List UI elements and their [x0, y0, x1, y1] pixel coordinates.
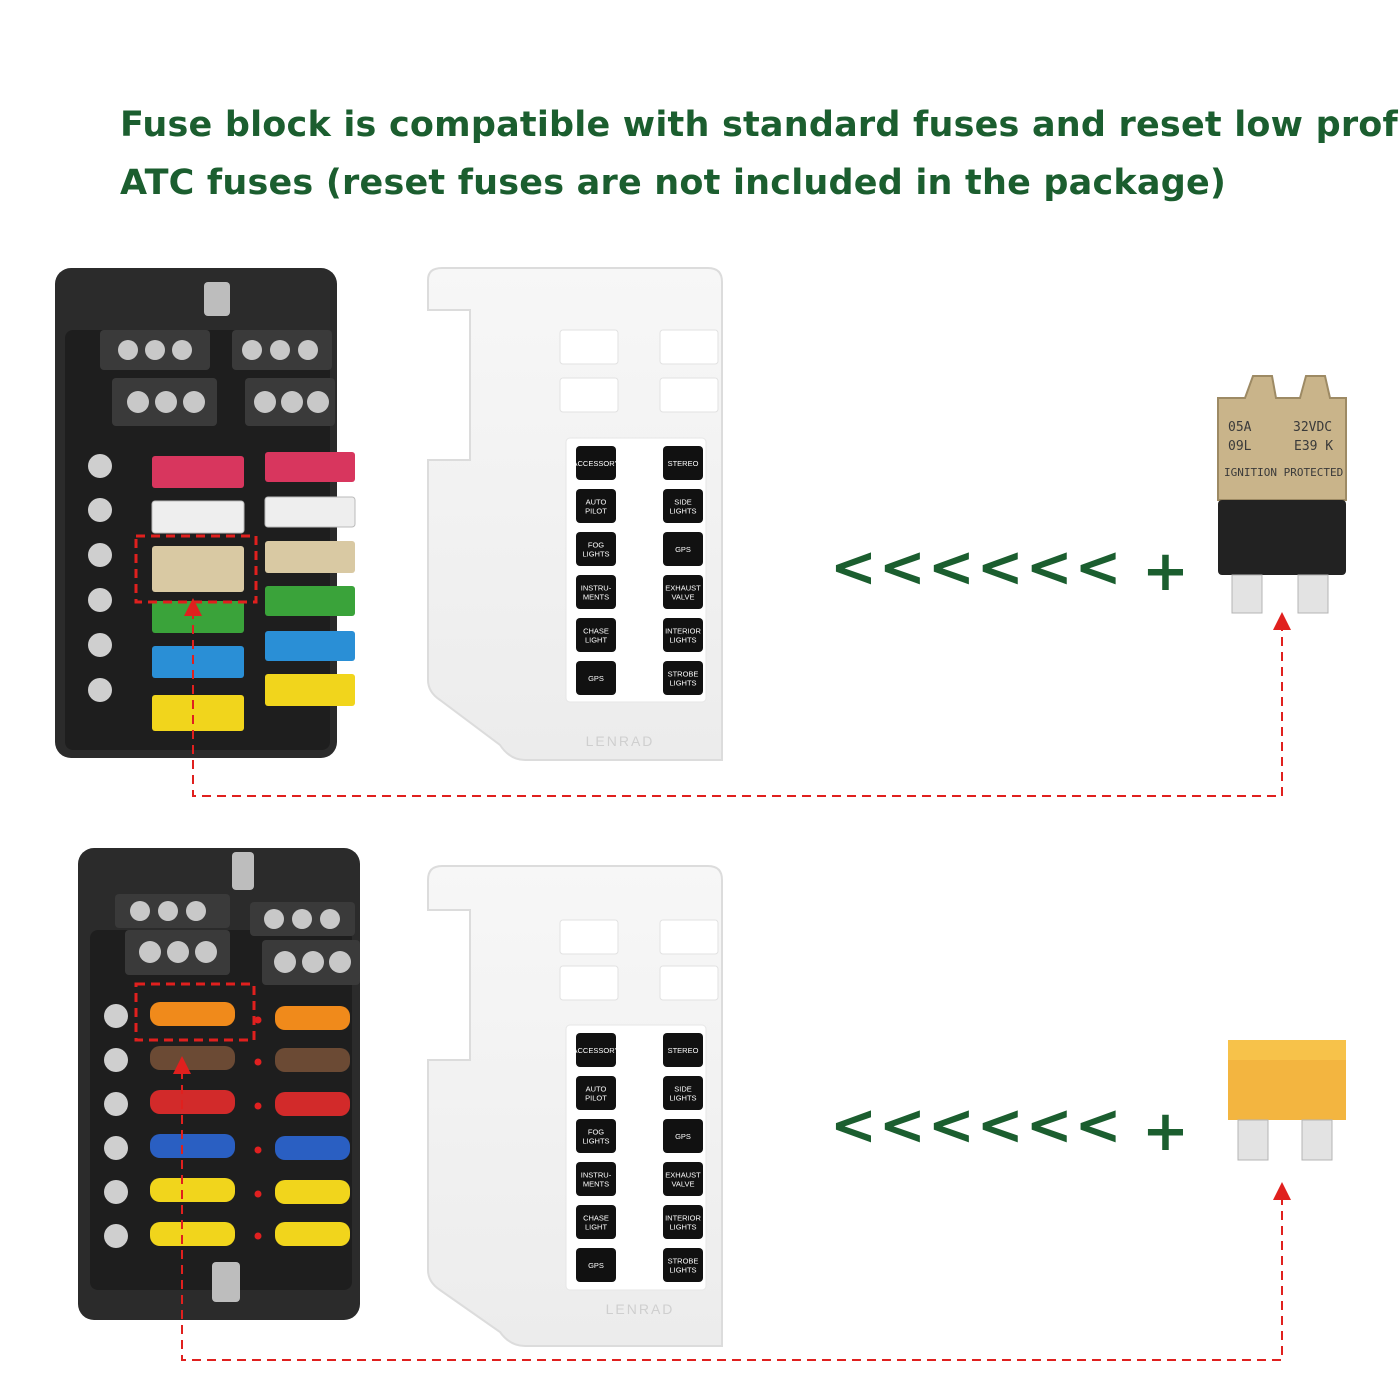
breaker-text-05a: 05A	[1228, 420, 1252, 435]
fuse-row-bottom-4	[150, 1134, 350, 1160]
svg-text:INSTRU-MENTS: INSTRU-MENTS	[581, 1171, 612, 1189]
fuse-row-top-4	[152, 586, 355, 633]
terminal-screws-top	[88, 454, 112, 702]
bus-screws-top	[118, 340, 329, 413]
fuse-row-bottom-2	[150, 1046, 350, 1072]
brand-logo-top: LENRAD	[586, 733, 655, 749]
cover-label-left-6: GPS	[576, 661, 616, 695]
fuse-row-top-6	[152, 674, 355, 731]
cover-label-right-3: GPS	[663, 532, 703, 566]
headline-line-2: ATC fuses (reset fuses are not included …	[120, 163, 1227, 203]
cover-label-left-4: INSTRU-MENTS	[576, 1162, 616, 1196]
direction-arrows-bottom: <<<<<<	[830, 1093, 1124, 1158]
terminal-screws-bottom	[104, 1004, 128, 1248]
svg-text:INSTRU-MENTS: INSTRU-MENTS	[581, 584, 612, 602]
fuse-row-top-1	[152, 452, 355, 488]
svg-text:GPS: GPS	[588, 1261, 604, 1270]
fuse-row-bottom-5	[150, 1178, 350, 1204]
highlight-box-bottom	[134, 982, 256, 1042]
breaker-text-32vdc: 32VDC	[1293, 420, 1332, 435]
cover-label-left-1: ACCESSORY	[573, 446, 620, 480]
highlight-box-top	[134, 534, 258, 604]
svg-text:STEREO: STEREO	[668, 1046, 699, 1055]
plus-sign-bottom: +	[1142, 1099, 1189, 1164]
reset-breaker-fuse: 05A 32VDC 09L E39 K IGNITION PROTECTED	[1217, 375, 1347, 614]
cover-label-right-3: GPS	[663, 1119, 703, 1153]
svg-text:GPS: GPS	[588, 674, 604, 683]
svg-text:ACCESSORY: ACCESSORY	[573, 1046, 620, 1055]
fuse-row-top-5	[152, 631, 355, 678]
headline-line-1: Fuse block is compatible with standard f…	[120, 105, 1400, 145]
dashed-guide-top	[184, 598, 1291, 797]
svg-text:ACCESSORY: ACCESSORY	[573, 459, 620, 468]
cover-label-left-4: INSTRU-MENTS	[576, 575, 616, 609]
bus-screws-bottom	[130, 901, 351, 973]
fuse-row-bottom-6	[150, 1222, 350, 1246]
cover-label-left-1: ACCESSORY	[573, 1033, 620, 1067]
atc-fuse	[1228, 1040, 1346, 1161]
breaker-text-ignition: IGNITION PROTECTED	[1224, 466, 1343, 479]
svg-text:GPS: GPS	[675, 1132, 691, 1141]
fuse-row-bottom-3	[150, 1090, 350, 1116]
svg-text:GPS: GPS	[675, 545, 691, 554]
led-indicators	[254, 1016, 262, 1240]
plus-sign-top: +	[1142, 539, 1189, 604]
headline: Fuse block is compatible with standard f…	[120, 96, 1400, 212]
fuse-row-bottom-1	[150, 1002, 350, 1030]
cover-label-right-1: STEREO	[663, 1033, 703, 1067]
breaker-text-e39k: E39 K	[1294, 439, 1333, 454]
fuse-block-bottom	[78, 848, 360, 1320]
brand-logo-bottom: LENRAD	[606, 1301, 675, 1317]
svg-text:STEREO: STEREO	[668, 459, 699, 468]
direction-arrows-top: <<<<<<	[830, 535, 1124, 600]
fuse-row-top-2	[151, 496, 356, 534]
cover-label-right-1: STEREO	[663, 446, 703, 480]
cover-label-left-6: GPS	[576, 1248, 616, 1282]
fuse-row-top-3	[152, 541, 355, 592]
breaker-text-09l: 09L	[1228, 439, 1252, 454]
dashed-guide-bottom	[173, 1056, 1291, 1361]
fuse-block-top	[55, 268, 356, 758]
